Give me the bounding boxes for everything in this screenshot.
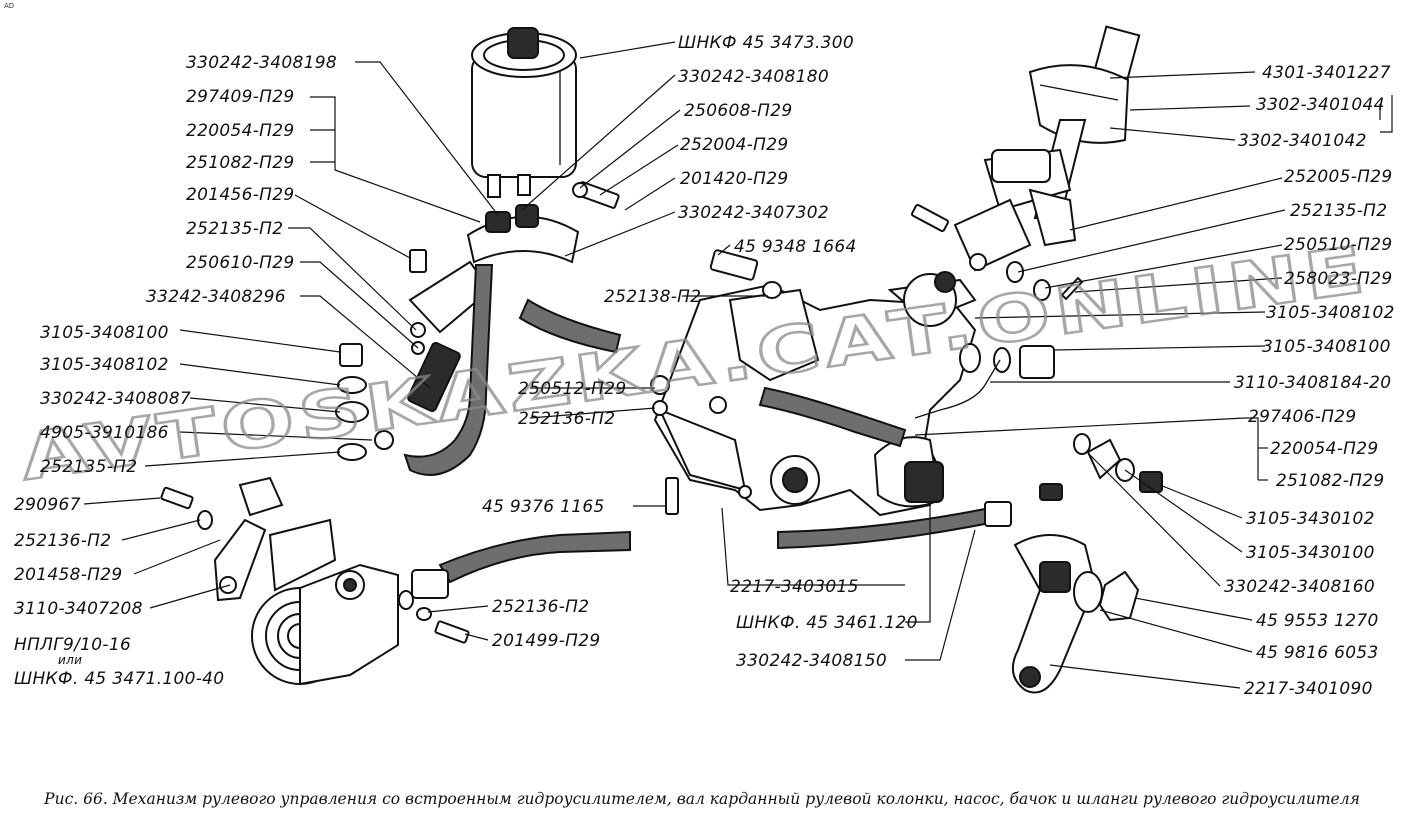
part-label: 3110-3408184-20 (1234, 373, 1391, 393)
metal-tube-gear (914, 359, 1001, 419)
hose-end-fittings (984, 433, 1163, 527)
part-label: 45 9553 1270 (1256, 611, 1379, 631)
part-label: 258023-П29 (1284, 269, 1392, 289)
part-label: 3105-3408100 (1262, 337, 1391, 357)
part-label: или (58, 653, 82, 667)
part-label: 252135-П2 (1290, 201, 1387, 221)
tank-return-hose (403, 264, 494, 476)
part-label: 252136-П2 (492, 597, 589, 617)
corner-mark: AD (4, 2, 15, 10)
part-label: 45 9348 1664 (734, 237, 857, 257)
parts-drawing (160, 25, 1163, 694)
part-label: 4905-3910186 (40, 423, 169, 443)
part-label: 2217-3401090 (1244, 679, 1373, 699)
left-fittings (335, 249, 461, 461)
part-label: 297409-П29 (186, 87, 294, 107)
steering-column-joint (910, 25, 1141, 272)
part-label: 251082-П29 (1276, 471, 1384, 491)
part-label: 201458-П29 (14, 565, 122, 585)
part-label: ШНКФ. 45 3461.120 (736, 613, 918, 633)
part-label: 220054-П29 (1270, 439, 1378, 459)
left-bolts (160, 181, 782, 530)
part-label: 3302-3401044 (1256, 95, 1385, 115)
tank-bracket (408, 204, 580, 334)
part-label: 252005-П29 (1284, 167, 1392, 187)
tank-outlet-hose (518, 298, 622, 354)
part-label: 252136-П2 (14, 531, 111, 551)
part-label: 3105-3408100 (40, 323, 169, 343)
part-label: 3105-3408102 (1266, 303, 1395, 323)
figure-caption: Рис. 66. Механизм рулевого управления со… (44, 790, 1360, 808)
part-label: 220054-П29 (186, 121, 294, 141)
part-label: 252004-П29 (680, 135, 788, 155)
part-label: 45 9816 6053 (1256, 643, 1379, 663)
part-label: 3110-3407208 (14, 599, 143, 619)
part-label: 4301-3401227 (1262, 63, 1391, 83)
part-label: 330242-3408198 (186, 53, 337, 73)
part-label: 201499-П29 (492, 631, 600, 651)
part-label: 33242-3408296 (146, 287, 286, 307)
pitman-arm-assembly (1011, 534, 1140, 694)
part-label: 201420-П29 (680, 169, 788, 189)
part-label: 250610-П29 (186, 253, 294, 273)
part-label: 252136-П2 (518, 409, 615, 429)
part-label: 252138-П2 (604, 287, 701, 307)
part-label: 45 9376 1165 (482, 497, 605, 517)
part-label: 297406-П29 (1248, 407, 1356, 427)
part-label: 3105-3430100 (1246, 543, 1375, 563)
part-label: 250608-П29 (684, 101, 792, 121)
leader-lines (83, 41, 1393, 689)
part-label: 330242-3408180 (678, 67, 829, 87)
part-label: 250512-П29 (518, 379, 626, 399)
right-upper-fasteners (959, 261, 1084, 379)
pressure-hose-gear (758, 386, 907, 448)
part-label: НПЛГ9/10-16 (14, 635, 131, 655)
part-label: 2217-3403015 (730, 577, 859, 597)
part-label: 330242-3408150 (736, 651, 887, 671)
part-label: 250510-П29 (1284, 235, 1392, 255)
part-label: 330242-3408160 (1224, 577, 1375, 597)
power-steering-pump (213, 476, 399, 686)
part-label: 3302-3401042 (1238, 131, 1367, 151)
pump-fittings (398, 569, 470, 644)
part-label: 3105-3408102 (40, 355, 169, 375)
part-label: 330242-3408087 (40, 389, 191, 409)
reservoir-tank (471, 27, 577, 198)
part-label: 252135-П2 (186, 219, 283, 239)
part-label: 201456-П29 (186, 185, 294, 205)
part-labels: ШНКФ 45 3473.300 330242-3408198 330242-3… (14, 33, 1395, 699)
part-label: 330242-3407302 (678, 203, 829, 223)
part-label: 3105-3430102 (1246, 509, 1375, 529)
pump-suction-hose (438, 530, 631, 584)
part-label: 252135-П2 (40, 457, 137, 477)
part-label: 290967 (14, 495, 81, 515)
part-label: ШНКФ 45 3473.300 (678, 33, 854, 53)
part-label: 251082-П29 (186, 153, 294, 173)
part-label: ШНКФ. 45 3471.100-40 (14, 669, 224, 689)
